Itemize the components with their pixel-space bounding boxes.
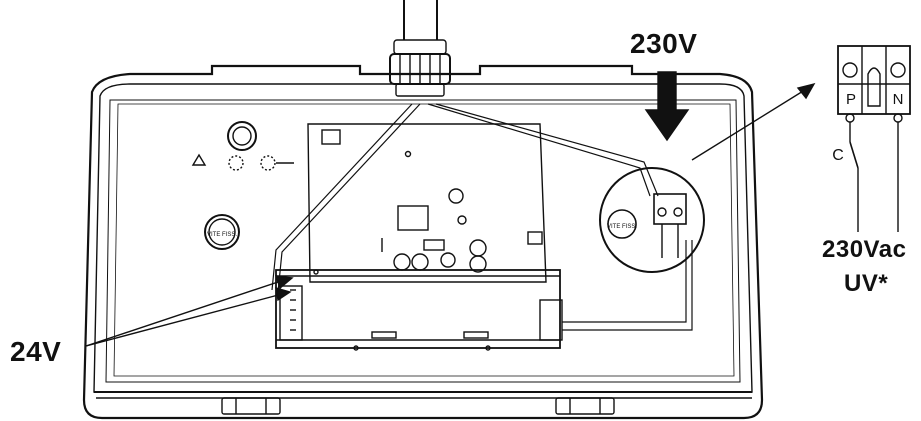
supply-arrow [644,71,690,142]
dial-icons [228,155,294,171]
terminal-magnifier [599,167,705,273]
wiring [271,103,693,331]
driver-module [275,269,563,351]
screw-label-left: VITE FISS. [207,232,237,238]
low-voltage-arrows [85,275,294,347]
supply-label-right: 230Vac [822,236,907,263]
enclosure-housing [82,64,764,420]
lens-button [227,121,257,151]
terminal-p-label: P [846,91,856,108]
pointer-arrow [691,82,816,161]
supply-label-top: 230V [630,28,698,59]
switch-label: C [832,147,844,164]
warning-symbol-icon [191,153,207,166]
low-voltage-label: 24V [10,336,62,367]
fixing-screw-left [204,214,240,250]
bottom-clip-left [221,397,281,415]
bottom-clip-right [555,397,615,415]
terminal-block-detail [837,45,911,232]
supply-note-label: UV* [844,270,889,297]
circuit-board [307,123,547,283]
terminal-n-label: N [893,91,904,108]
screw-label-right: VITE FISS. [607,224,637,230]
cable-gland [389,0,451,97]
